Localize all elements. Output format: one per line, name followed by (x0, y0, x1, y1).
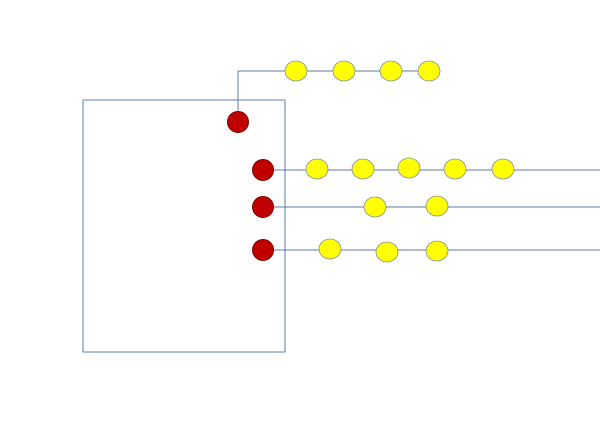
node-line-3-1[interactable] (318, 238, 342, 260)
node-line-1-3[interactable] (397, 157, 421, 179)
container-box (82, 99, 286, 353)
port-line-1[interactable] (252, 159, 274, 181)
node-line-3-3[interactable] (425, 240, 449, 262)
node-line-3-2[interactable] (375, 241, 399, 263)
node-top-3[interactable] (379, 60, 403, 82)
node-line-2-1[interactable] (363, 196, 387, 218)
node-top-4[interactable] (417, 60, 441, 82)
port-line-2[interactable] (252, 196, 274, 218)
node-top-1[interactable] (284, 60, 308, 82)
node-line-1-5[interactable] (491, 158, 515, 180)
node-top-2[interactable] (332, 60, 356, 82)
port-line-3[interactable] (252, 239, 274, 261)
port-top[interactable] (227, 111, 249, 133)
node-line-1-1[interactable] (305, 158, 329, 180)
line-top-connector (237, 70, 439, 122)
node-line-1-2[interactable] (351, 158, 375, 180)
node-line-1-4[interactable] (443, 158, 467, 180)
node-line-2-2[interactable] (425, 195, 449, 217)
